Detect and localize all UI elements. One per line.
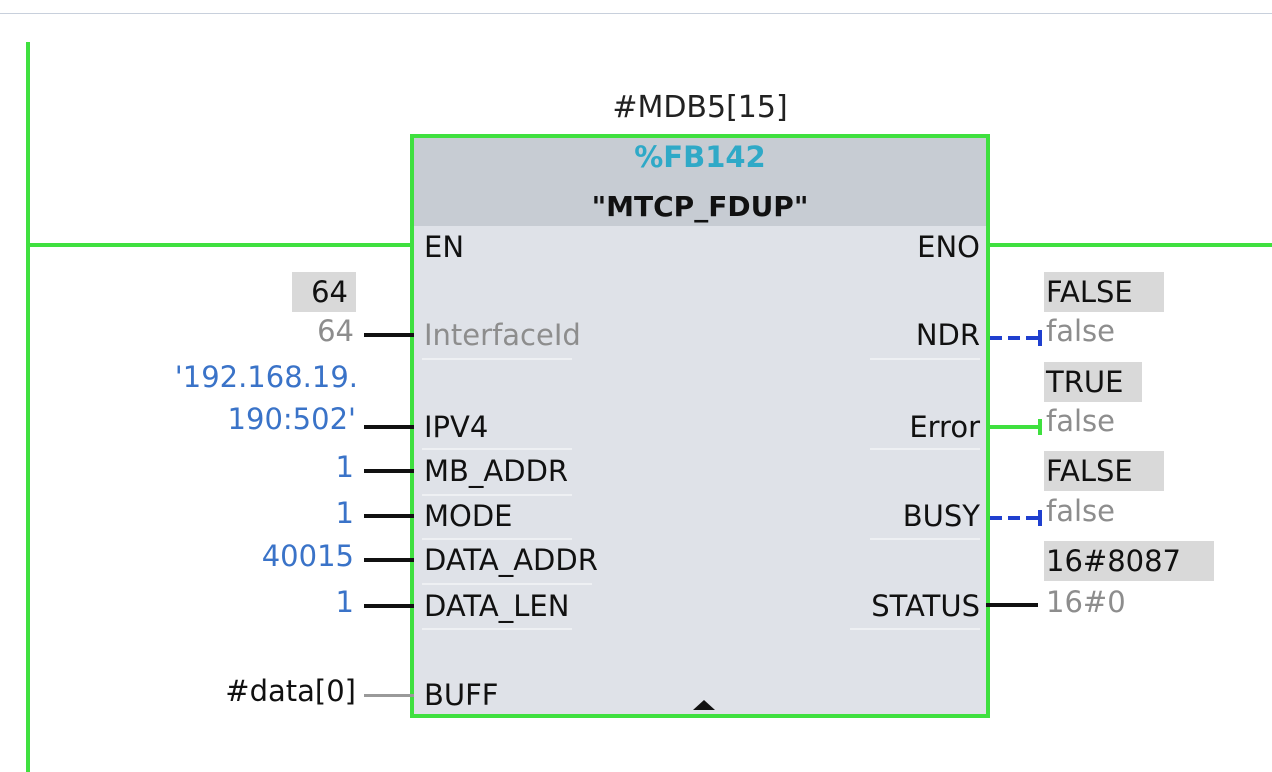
buff-wire xyxy=(364,694,414,697)
pin-ndr[interactable]: NDR xyxy=(915,318,980,352)
editor-top-border xyxy=(0,13,1272,14)
mode-wire xyxy=(364,514,414,518)
error-wire xyxy=(990,425,1038,429)
pin-mode[interactable]: MODE xyxy=(424,499,513,533)
busy-live-value: FALSE xyxy=(1044,451,1164,491)
pin-separator xyxy=(850,628,980,630)
ipv4-value-line1[interactable]: '192.168.19. xyxy=(174,360,358,394)
pin-busy[interactable]: BUSY xyxy=(902,499,980,533)
pin-eno[interactable]: ENO xyxy=(917,230,980,264)
buff-value[interactable]: #data[0] xyxy=(225,674,356,708)
expand-arrow-icon[interactable] xyxy=(693,700,715,710)
block-number: %FB142 xyxy=(634,140,766,174)
instance-db-label[interactable]: #MDB5[15] xyxy=(612,90,788,125)
ndr-value[interactable]: false xyxy=(1046,314,1115,348)
pin-interfaceid[interactable]: InterfaceId xyxy=(424,318,581,352)
busy-wire-cap xyxy=(1038,510,1042,526)
pin-error[interactable]: Error xyxy=(909,410,980,444)
pin-separator xyxy=(422,583,592,585)
pin-ipv4[interactable]: IPV4 xyxy=(424,410,489,444)
mode-value[interactable]: 1 xyxy=(335,496,354,530)
pin-separator xyxy=(422,448,572,450)
pin-en[interactable]: EN xyxy=(424,230,465,264)
data-len-value[interactable]: 1 xyxy=(335,585,354,619)
pin-data-addr[interactable]: DATA_ADDR xyxy=(424,543,598,577)
ipv4-wire xyxy=(364,425,414,429)
busy-wire xyxy=(990,516,1038,520)
pin-buff[interactable]: BUFF xyxy=(424,678,499,712)
data-addr-value[interactable]: 40015 xyxy=(261,539,354,573)
function-block[interactable]: %FB142 "MTCP_FDUP" EN InterfaceId IPV4 M… xyxy=(410,134,990,718)
ipv4-value-line2[interactable]: 190:502' xyxy=(227,402,356,436)
ndr-wire xyxy=(990,336,1038,340)
pin-separator xyxy=(422,538,572,540)
busy-value[interactable]: false xyxy=(1046,494,1115,528)
block-header: %FB142 "MTCP_FDUP" xyxy=(414,138,986,226)
interfaceid-value[interactable]: 64 xyxy=(317,314,354,348)
mb-addr-value[interactable]: 1 xyxy=(335,450,354,484)
interfaceid-wire xyxy=(364,333,414,337)
error-wire-cap xyxy=(1038,419,1042,435)
data-len-wire xyxy=(364,604,414,608)
ndr-live-value: FALSE xyxy=(1044,272,1164,312)
left-power-rail xyxy=(26,42,30,772)
status-wire xyxy=(986,603,1038,607)
pin-status[interactable]: STATUS xyxy=(871,589,980,623)
pin-separator xyxy=(870,358,980,360)
interfaceid-live-value: 64 xyxy=(292,272,356,312)
status-live-value: 16#8087 xyxy=(1044,541,1214,581)
en-wire xyxy=(30,243,414,247)
block-name: "MTCP_FDUP" xyxy=(591,190,809,223)
pin-separator xyxy=(422,358,572,360)
pin-mb-addr[interactable]: MB_ADDR xyxy=(424,454,569,488)
error-value[interactable]: false xyxy=(1046,404,1115,438)
eno-wire xyxy=(986,243,1272,247)
error-live-value: TRUE xyxy=(1044,362,1142,402)
pin-separator xyxy=(422,494,572,496)
pin-separator xyxy=(870,538,980,540)
data-addr-wire xyxy=(364,558,414,562)
status-value[interactable]: 16#0 xyxy=(1046,585,1126,619)
pin-separator xyxy=(870,448,980,450)
mb-addr-wire xyxy=(364,469,414,473)
ndr-wire-cap xyxy=(1038,330,1042,346)
pin-separator xyxy=(422,628,572,630)
pin-data-len[interactable]: DATA_LEN xyxy=(424,589,570,623)
